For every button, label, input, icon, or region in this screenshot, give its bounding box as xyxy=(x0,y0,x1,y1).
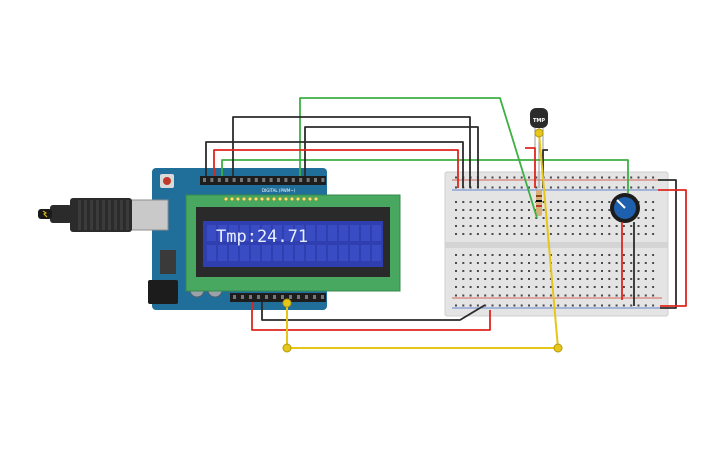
wire-black[interactable] xyxy=(261,302,486,321)
resistor[interactable] xyxy=(536,190,542,216)
wire-green[interactable] xyxy=(221,159,629,193)
lcd-pins xyxy=(223,196,319,201)
wire-green[interactable] xyxy=(299,97,538,219)
voltage-regulator xyxy=(160,250,176,274)
digital-pins xyxy=(203,178,325,182)
wire-junction[interactable] xyxy=(282,343,292,353)
wire-junction[interactable] xyxy=(534,128,544,138)
sensor-label: TMP xyxy=(533,118,545,124)
usb-cable[interactable] xyxy=(38,198,169,232)
wire-black[interactable] xyxy=(205,141,464,188)
usb-port xyxy=(129,199,169,231)
wire-yellow[interactable] xyxy=(286,132,559,349)
wire-black[interactable] xyxy=(304,126,479,188)
lcd-module[interactable]: Tmp:24.71 xyxy=(185,194,401,292)
lcd-display-text: Tmp:24.71 xyxy=(216,227,308,247)
usb-icon xyxy=(42,210,48,218)
potentiometer-knob[interactable] xyxy=(616,199,626,209)
analog-header xyxy=(230,293,326,302)
wire-red[interactable] xyxy=(213,149,459,188)
wire-black[interactable] xyxy=(658,179,677,309)
digital-header-label: DIGITAL (PWM~) xyxy=(262,188,296,193)
potentiometer[interactable] xyxy=(610,193,640,223)
wire-red[interactable] xyxy=(251,302,491,331)
dc-jack xyxy=(148,280,178,304)
wire-red[interactable] xyxy=(658,189,687,307)
wire-red[interactable] xyxy=(525,147,536,188)
wire-junction[interactable] xyxy=(282,298,292,308)
wires xyxy=(205,97,687,349)
usb-grip xyxy=(78,200,129,230)
wire-junction[interactable] xyxy=(553,343,563,353)
analog-pins xyxy=(233,295,324,299)
wire-black[interactable] xyxy=(232,116,471,188)
lcd-cells xyxy=(207,225,381,261)
